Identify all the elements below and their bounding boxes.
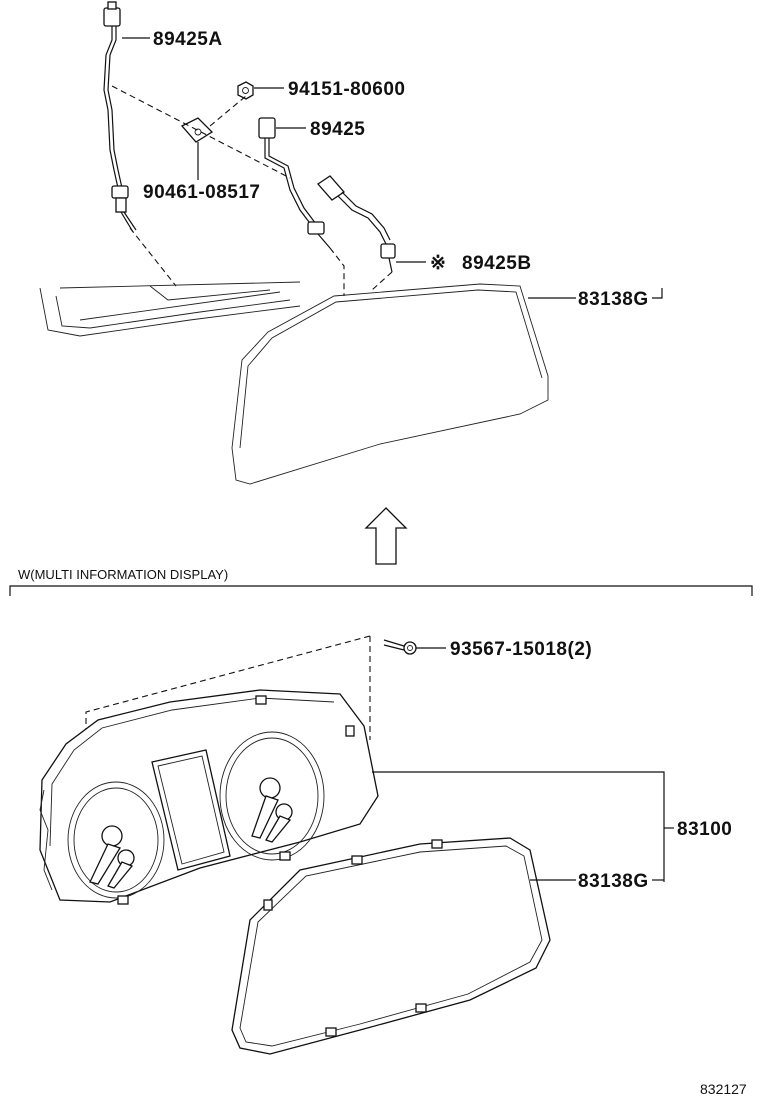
label-83138g-top: 83138G bbox=[578, 289, 649, 310]
nut-94151-illustration bbox=[237, 81, 254, 100]
label-90461-08517: 90461-08517 bbox=[143, 182, 261, 203]
label-89425a: 89425A bbox=[153, 29, 223, 50]
label-89425b-mark: ※ bbox=[430, 253, 446, 274]
lens-cover-83138g-top-illustration bbox=[231, 283, 549, 485]
diagram-code: 832127 bbox=[700, 1081, 747, 1097]
screw-93567-illustration bbox=[383, 639, 417, 655]
sensor-89425a-illustration bbox=[103, 1, 137, 233]
label-83138g-bottom: 83138G bbox=[578, 871, 649, 892]
sensor-89425-illustration bbox=[258, 117, 331, 249]
up-arrow-icon bbox=[364, 507, 408, 565]
label-89425b: 89425B bbox=[462, 253, 532, 274]
section-title: W(MULTI INFORMATION DISPLAY) bbox=[18, 567, 228, 582]
lens-cover-83138g-bottom-illustration bbox=[231, 837, 551, 1055]
sensor-89425b-illustration bbox=[317, 175, 396, 273]
label-94151-80600: 94151-80600 bbox=[288, 79, 406, 100]
label-83100: 83100 bbox=[677, 819, 732, 840]
label-93567-15018: 93567-15018(2) bbox=[450, 639, 592, 660]
instrument-panel-fragment bbox=[39, 281, 301, 337]
label-89425: 89425 bbox=[310, 119, 365, 140]
combination-meter-83100-illustration bbox=[39, 689, 379, 905]
